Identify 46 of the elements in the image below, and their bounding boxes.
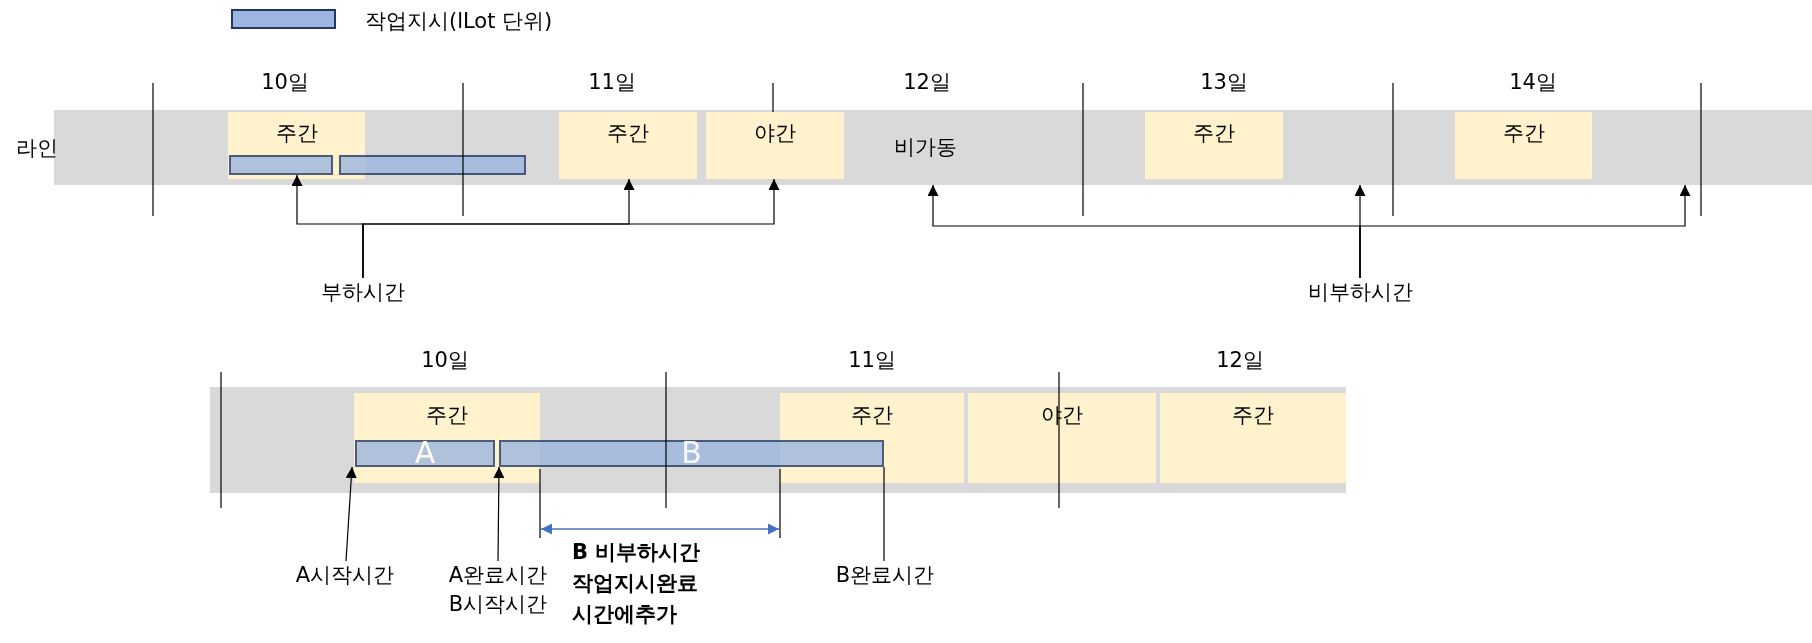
day-label: 12일	[1215, 347, 1265, 373]
callout-label: 부하시간	[321, 279, 405, 306]
leader-line	[345, 466, 357, 562]
day-label: 13일	[1199, 69, 1249, 95]
shift-block	[228, 112, 365, 179]
status-label: 비가동	[892, 134, 958, 160]
callout-label: A완료시간	[448, 562, 548, 589]
shift-label: 주간	[1501, 120, 1546, 146]
arrow	[362, 178, 780, 279]
callout-label: 비부하시간	[1307, 279, 1413, 306]
arrow	[1359, 184, 1691, 279]
callout-label: A시작시간	[295, 562, 395, 589]
day-label: 11일	[847, 347, 897, 373]
day-label: 10일	[420, 347, 470, 373]
legend-label: 작업지시(lLot 단위)	[365, 8, 553, 34]
shift-block	[1145, 112, 1283, 179]
lane-label: 라인	[16, 134, 58, 161]
bar-letter: B	[680, 438, 703, 468]
shift-block	[1455, 112, 1592, 179]
callout-label: B시작시간	[448, 591, 548, 618]
leader-line	[493, 466, 505, 562]
shift-label: 주간	[425, 402, 469, 428]
shift-block	[354, 393, 540, 483]
shift-label: 야간	[753, 120, 797, 146]
day-label: 10일	[260, 69, 310, 95]
day-label: 12일	[902, 69, 952, 95]
lane-band	[210, 387, 1346, 493]
shift-label: 주간	[606, 120, 650, 146]
shift-label: 주간	[1231, 402, 1275, 428]
bar-letter: A	[413, 438, 437, 468]
work-order-bar	[355, 440, 495, 467]
leader-line	[883, 466, 885, 562]
shift-block	[559, 112, 697, 179]
shift-label: 주간	[274, 120, 319, 146]
day-label: 14일	[1508, 69, 1558, 95]
work-order-bar	[229, 155, 333, 175]
day-label: 11일	[587, 69, 637, 95]
callout-label: B완료시간	[835, 562, 935, 589]
shift-block	[1160, 393, 1346, 483]
annotation-note: B 비부하시간 작업지시완료 시간에추가	[572, 539, 702, 628]
shift-block	[968, 393, 1156, 483]
work-order-bar	[339, 155, 526, 175]
work-order-bar	[499, 440, 884, 467]
shift-label: 주간	[1192, 120, 1236, 146]
shift-block	[706, 112, 844, 179]
shift-label: 주간	[850, 402, 894, 428]
